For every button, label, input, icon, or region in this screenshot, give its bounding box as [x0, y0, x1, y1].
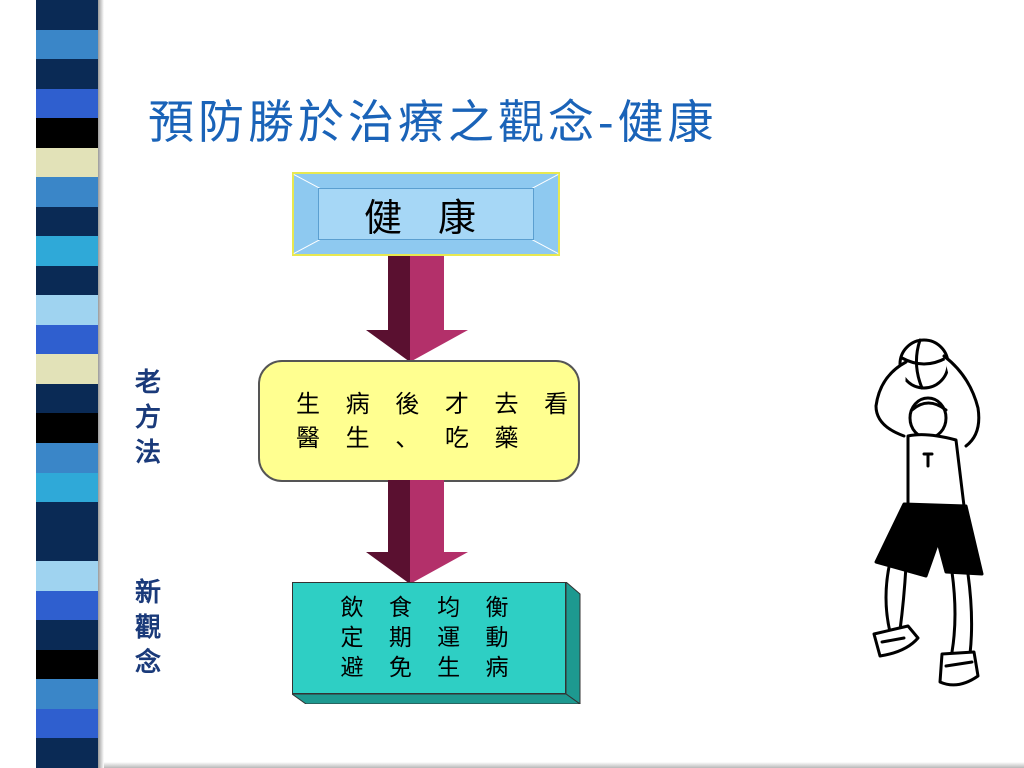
health-label: 健 康 — [363, 195, 489, 240]
new-concept-line-2: 定 期 運 動 — [340, 625, 518, 651]
stripe-band — [36, 118, 98, 148]
old-method-line-1: 生 病 後 才 去 看 — [296, 390, 578, 418]
down-arrow-1 — [366, 256, 468, 362]
stripe-band — [36, 738, 98, 768]
stripe-band — [36, 561, 98, 591]
stripe-band — [36, 354, 98, 384]
stripe-shadow — [98, 0, 104, 768]
stripe-band — [36, 413, 98, 443]
health-box-face: 健 康 — [318, 188, 534, 240]
stripe-band — [36, 679, 98, 709]
new-concept-line-1: 飲 食 均 衡 — [340, 595, 518, 621]
old-method-box: 生 病 後 才 去 看 醫 生 、 吃 藥 — [258, 360, 580, 482]
side-char: 法 — [134, 438, 161, 468]
decorative-stripe-bar — [36, 0, 98, 768]
stripe-band — [36, 324, 98, 355]
stripe-band — [36, 206, 98, 237]
stripe-band — [36, 265, 98, 296]
side-char: 觀 — [134, 613, 161, 643]
stripe-band — [36, 383, 98, 414]
stripe-band — [36, 502, 98, 532]
new-concept-box-face: 飲 食 均 衡 定 期 運 動 避 免 生 病 — [292, 582, 566, 694]
stripe-band — [36, 295, 98, 325]
bottom-rule — [104, 762, 1024, 768]
side-char: 方 — [134, 403, 161, 433]
health-box: 健 康 — [292, 172, 560, 256]
down-arrow-2 — [366, 480, 468, 584]
side-label-old-method: 老 方 法 — [128, 366, 168, 471]
stripe-band — [36, 147, 98, 178]
stripe-band — [36, 177, 98, 207]
stripe-band — [36, 88, 98, 119]
stripe-band — [36, 236, 98, 266]
stripe-band — [36, 590, 98, 621]
side-label-new-concept: 新 觀 念 — [128, 576, 168, 681]
basketball-player-icon — [872, 338, 984, 687]
side-char: 老 — [134, 368, 161, 398]
side-char: 念 — [134, 648, 161, 678]
stripe-band — [36, 708, 98, 739]
slide-title: 預防勝於治療之觀念-健康 — [148, 95, 718, 149]
stripe-band — [36, 472, 98, 503]
stripe-band — [36, 0, 98, 30]
stripe-band — [36, 620, 98, 650]
stripe-band — [36, 59, 98, 89]
side-char: 新 — [134, 578, 161, 608]
stripe-band — [36, 442, 98, 473]
old-method-line-2: 醫 生 、 吃 藥 — [296, 424, 528, 452]
stripe-band — [36, 29, 98, 60]
stripe-band — [36, 649, 98, 680]
new-concept-line-3: 避 免 生 病 — [340, 655, 518, 681]
new-concept-box: 飲 食 均 衡 定 期 運 動 避 免 生 病 — [292, 582, 582, 704]
stripe-band — [36, 531, 98, 562]
new-box-depth — [292, 582, 581, 704]
